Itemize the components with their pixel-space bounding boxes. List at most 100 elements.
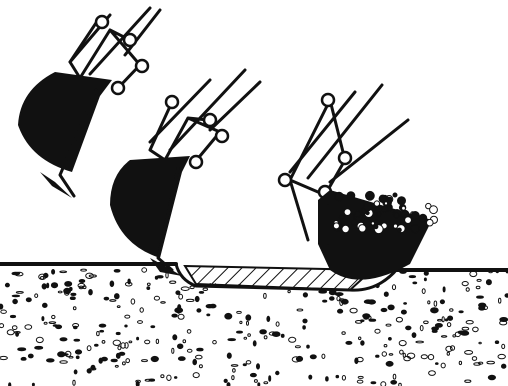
- soil-particle: [147, 283, 150, 285]
- soil-particle: [364, 317, 368, 320]
- soil-particle: [161, 375, 164, 378]
- soil-particle: [360, 320, 364, 322]
- soil-particle: [145, 340, 150, 344]
- soil-particle: [210, 304, 216, 308]
- soil-particle: [195, 296, 199, 301]
- soil-particle: [47, 359, 55, 362]
- soil-particle: [447, 352, 449, 355]
- soil-particle: [232, 376, 234, 380]
- soil-particle: [336, 375, 339, 377]
- soil-particle: [176, 291, 180, 295]
- soil-particle: [203, 288, 208, 290]
- load-rock: [388, 197, 392, 201]
- soil-particle: [401, 310, 406, 314]
- soil-particle: [392, 285, 395, 290]
- soil-particle: [384, 292, 388, 296]
- load-rock: [374, 225, 378, 229]
- load-rock: [430, 206, 438, 214]
- soil-particle: [125, 325, 127, 327]
- soil-particle: [116, 332, 120, 334]
- load-rock: [333, 223, 339, 229]
- load-rock: [405, 217, 412, 224]
- soil-particle: [466, 288, 469, 292]
- soil-particle: [178, 344, 183, 349]
- soil-particle: [25, 325, 32, 330]
- soil-particle: [42, 317, 44, 321]
- soil-particle: [16, 332, 19, 336]
- soil-particle: [49, 322, 56, 324]
- load-rock: [394, 213, 399, 218]
- soil-particle: [71, 293, 76, 295]
- soil-particle: [338, 309, 343, 313]
- soil-particle: [47, 283, 49, 288]
- soil-particle: [253, 341, 256, 346]
- soil-particle: [79, 280, 85, 283]
- soil-particle: [350, 308, 357, 313]
- soil-particle: [448, 316, 453, 320]
- soil-particle: [16, 292, 23, 294]
- soil-particle: [197, 309, 201, 312]
- soil-particle: [447, 323, 450, 327]
- soil-particle: [172, 314, 177, 317]
- soil-particle: [243, 364, 246, 366]
- soil-particle: [399, 341, 406, 346]
- soil-particle: [376, 355, 379, 357]
- soil-particle: [445, 319, 447, 321]
- soil-particle: [18, 348, 26, 351]
- soil-particle: [446, 346, 452, 351]
- soil-particle: [233, 369, 236, 373]
- load-rock: [366, 191, 375, 200]
- soil-particle: [227, 383, 230, 386]
- soil-particle: [458, 331, 465, 334]
- soil-particle: [51, 283, 57, 288]
- soil-particle: [70, 287, 73, 290]
- load-rock: [339, 215, 344, 220]
- soil-particle: [459, 361, 461, 364]
- soil-particle: [58, 291, 62, 293]
- soil-particle: [1, 310, 7, 313]
- soil-particle: [303, 326, 306, 329]
- soil-particle: [250, 373, 256, 376]
- soil-particle: [260, 330, 267, 334]
- soil-particle: [442, 317, 444, 322]
- soil-particle: [10, 315, 15, 317]
- soil-particle: [240, 321, 242, 323]
- soil-particle: [172, 348, 174, 353]
- soil-particle: [420, 326, 423, 331]
- soil-particle: [115, 365, 118, 367]
- soil-particle: [424, 321, 429, 324]
- load-rock: [382, 206, 388, 212]
- soil-particle: [0, 304, 3, 309]
- soil-particle: [73, 380, 75, 385]
- soil-particle: [113, 340, 120, 345]
- soil-particle: [142, 268, 147, 272]
- soil-particle: [355, 358, 358, 364]
- soil-particle: [207, 314, 210, 316]
- soil-particle: [450, 309, 453, 312]
- soil-particle: [74, 370, 77, 374]
- soil-particle: [244, 337, 247, 339]
- soil-particle: [75, 350, 81, 354]
- soil-particle: [43, 303, 48, 307]
- soil-particle: [175, 308, 183, 313]
- soil-particle: [119, 352, 125, 355]
- load-rock: [374, 201, 379, 206]
- soil-particle: [115, 294, 120, 299]
- soil-particle: [432, 330, 437, 332]
- load-rock: [359, 225, 366, 232]
- soil-particle: [225, 313, 232, 319]
- soil-particle: [111, 359, 117, 361]
- soil-particle: [12, 326, 17, 330]
- soil-particle: [157, 276, 163, 278]
- soil-particle: [500, 318, 508, 322]
- soil-particle: [462, 282, 468, 286]
- soil-particle: [466, 321, 473, 324]
- soil-particle: [151, 356, 158, 361]
- soil-particle: [213, 341, 217, 344]
- soil-particle: [237, 331, 243, 333]
- soil-particle: [89, 290, 93, 295]
- soil-particle: [44, 322, 47, 324]
- soil-particle: [35, 346, 43, 349]
